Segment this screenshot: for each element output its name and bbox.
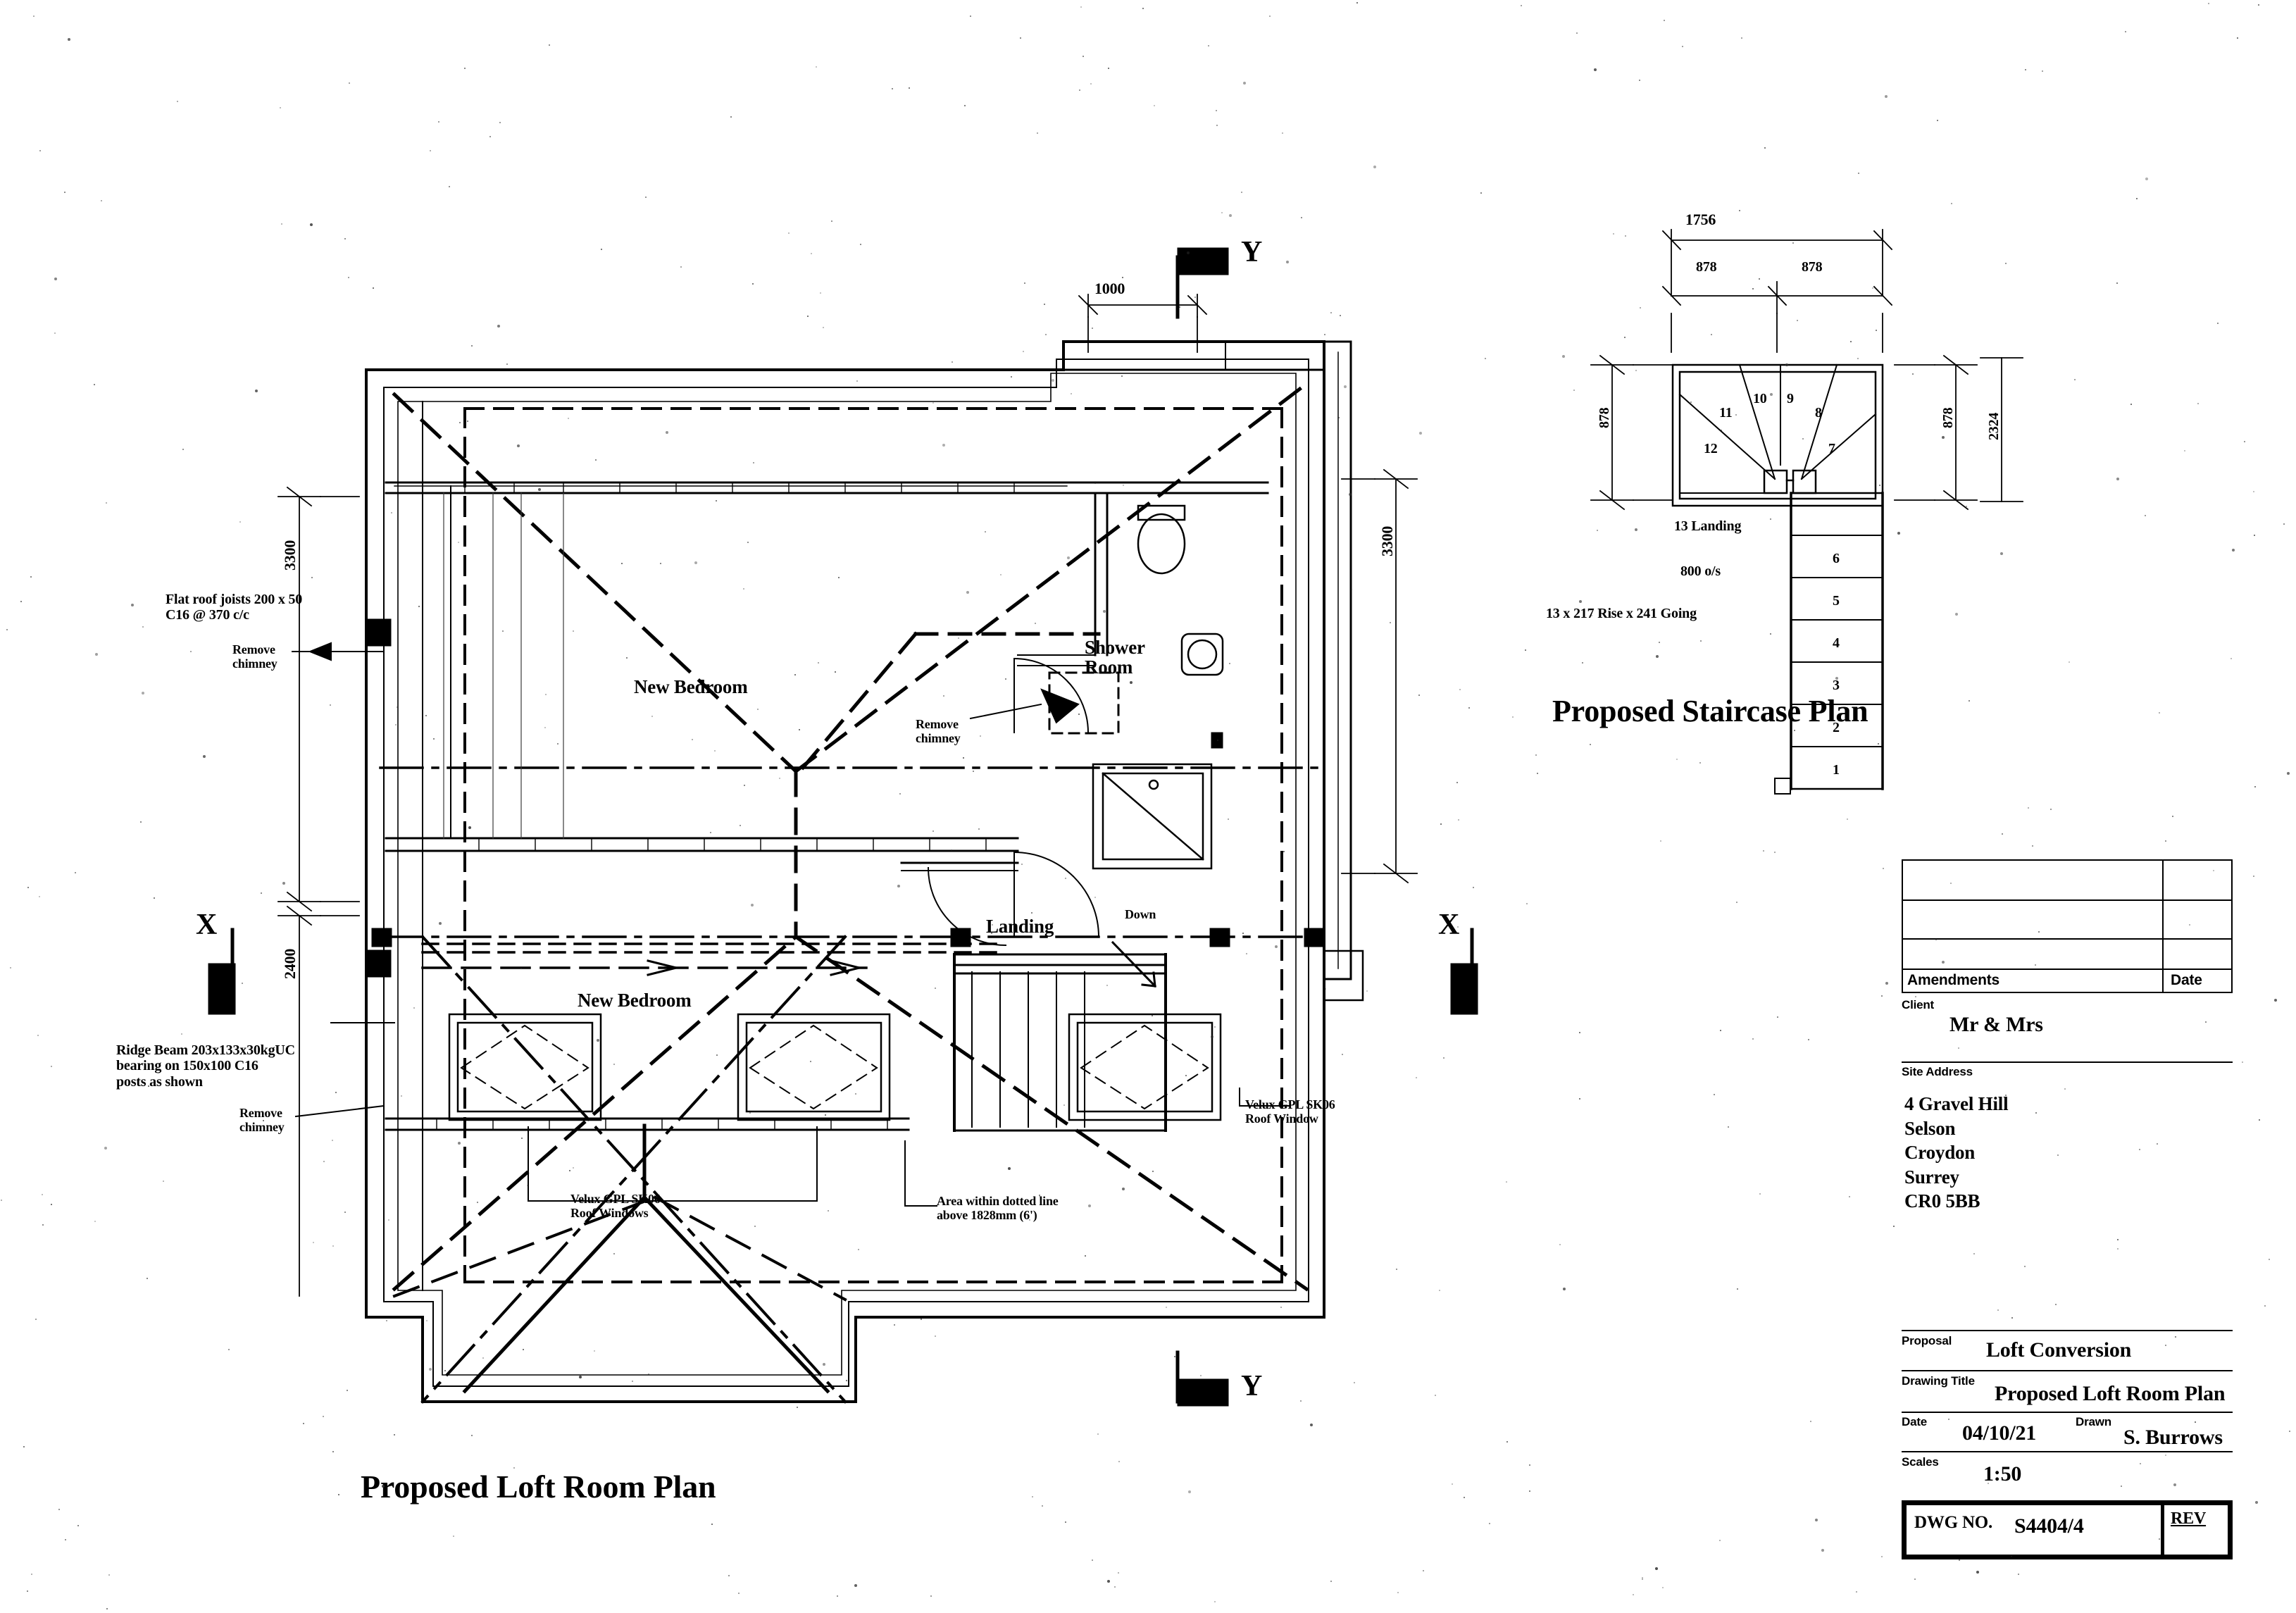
site-address-label: Site Address [1902,1065,1973,1078]
drawing-title-value: Proposed Loft Room Plan [1995,1382,2226,1405]
amendments-row-divider-1 [1902,899,2233,901]
stair-note-headroom: 800 o/s [1680,563,1721,579]
scales-label: Scales [1902,1455,1939,1469]
stair-note-rise-going: 13 x 217 Rise x 241 Going [1546,606,1697,621]
stair-tread-11: 11 [1719,405,1733,421]
stair-tread-5: 5 [1833,593,1840,609]
client-label: Client [1902,998,1935,1011]
dimension-2400-left: 2400 [281,948,299,979]
label-down-arrow: Down [1125,907,1156,921]
stair-tread-4: 4 [1833,635,1840,651]
amendments-row-divider-2 [1902,938,2233,940]
stair-tread-6: 6 [1833,551,1840,566]
stair-tread-1: 1 [1833,762,1840,778]
proposal-label: Proposal [1902,1334,1952,1347]
note-remove-chimney-lower: Remove chimney [239,1106,285,1135]
stair-tread-9: 9 [1787,391,1794,406]
room-label-landing: Landing [986,916,1054,937]
scales-divider [1902,1451,2233,1452]
stair-note-landing: 13 Landing [1674,518,1742,534]
amendments-column-divider [2162,859,2164,993]
dwg-number-box [1902,1500,2233,1559]
stair-tread-2: 2 [1833,720,1840,735]
client-value: Mr & Mrs [1949,1013,2043,1036]
stair-tread-12: 12 [1704,441,1718,456]
drawing-title-divider [1902,1370,2233,1371]
client-divider [1902,1061,2233,1063]
loft-plan-title: Proposed Loft Room Plan [361,1469,716,1505]
dwg-rev-label: REV [2171,1509,2207,1528]
dimension-3300-left: 3300 [281,540,299,571]
amendments-column-header: Amendments [1907,972,2000,988]
note-velux-roof-window-right: Velux GPL SK06 Roof Window [1245,1097,1335,1126]
room-label-new-bedroom-lower: New Bedroom [578,990,692,1011]
stair-dimension-2324: 2324 [1986,412,2002,440]
note-ridge-beam: Ridge Beam 203x133x30kgUC bearing on 150… [116,1042,295,1090]
note-remove-chimney-left: Remove chimney [232,642,277,671]
note-flat-roof-joists: Flat roof joists 200 x 50 C16 @ 370 c/c [166,592,303,623]
stair-dimension-1756: 1756 [1685,211,1716,228]
stair-tread-7: 7 [1828,441,1835,456]
dwg-number-value: S4404/4 [2014,1514,2084,1538]
dwg-number-label: DWG NO. [1914,1513,1993,1532]
dimension-3300-right: 3300 [1378,525,1396,556]
room-label-shower-room: Shower Room [1085,637,1145,678]
section-marker-y-top: Y [1241,236,1263,268]
section-marker-y-bottom: Y [1241,1370,1263,1402]
title-block: Amendments Date Client Mr & Mrs Site Add… [1902,859,2254,1559]
stair-dimension-878-top-left: 878 [1696,259,1717,275]
stair-tread-3: 3 [1833,678,1840,693]
note-remove-chimney-centre: Remove chimney [916,717,961,746]
dimension-1000: 1000 [1094,280,1125,297]
stair-dimension-878-left: 878 [1597,407,1612,428]
amendments-header-divider [1902,969,2233,970]
section-marker-x-left: X [196,909,218,941]
proposal-value: Loft Conversion [1986,1338,2132,1362]
drawing-title-label: Drawing Title [1902,1374,1975,1388]
stair-dimension-878-right: 878 [1940,407,1956,428]
amendments-table [1902,859,2233,993]
note-velux-roof-windows: Velux GPL SK06 Roof Windows [570,1192,661,1221]
scales-value: 1:50 [1983,1462,2022,1486]
note-area-within-dotted-line: Area within dotted line above 1828mm (6'… [937,1194,1059,1223]
date-divider [1902,1412,2233,1413]
proposal-top-divider [1902,1330,2233,1331]
staircase-plan-title: Proposed Staircase Plan [1552,694,1868,728]
stair-tread-8: 8 [1815,405,1822,421]
room-label-new-bedroom-upper: New Bedroom [634,676,748,697]
dwg-rev-divider [2161,1503,2164,1557]
site-address-value: 4 Gravel Hill Selson Croydon Surrey CR0 … [1904,1093,2009,1212]
date-column-header: Date [2171,972,2202,988]
stair-tread-10: 10 [1753,391,1767,406]
date-label: Date [1902,1415,1928,1428]
drawn-value: S. Burrows [2123,1426,2223,1449]
date-value: 04/10/21 [1962,1421,2037,1445]
stair-dimension-878-top-right: 878 [1802,259,1823,275]
drawn-label: Drawn [2076,1415,2111,1428]
section-marker-x-right: X [1438,909,1460,941]
